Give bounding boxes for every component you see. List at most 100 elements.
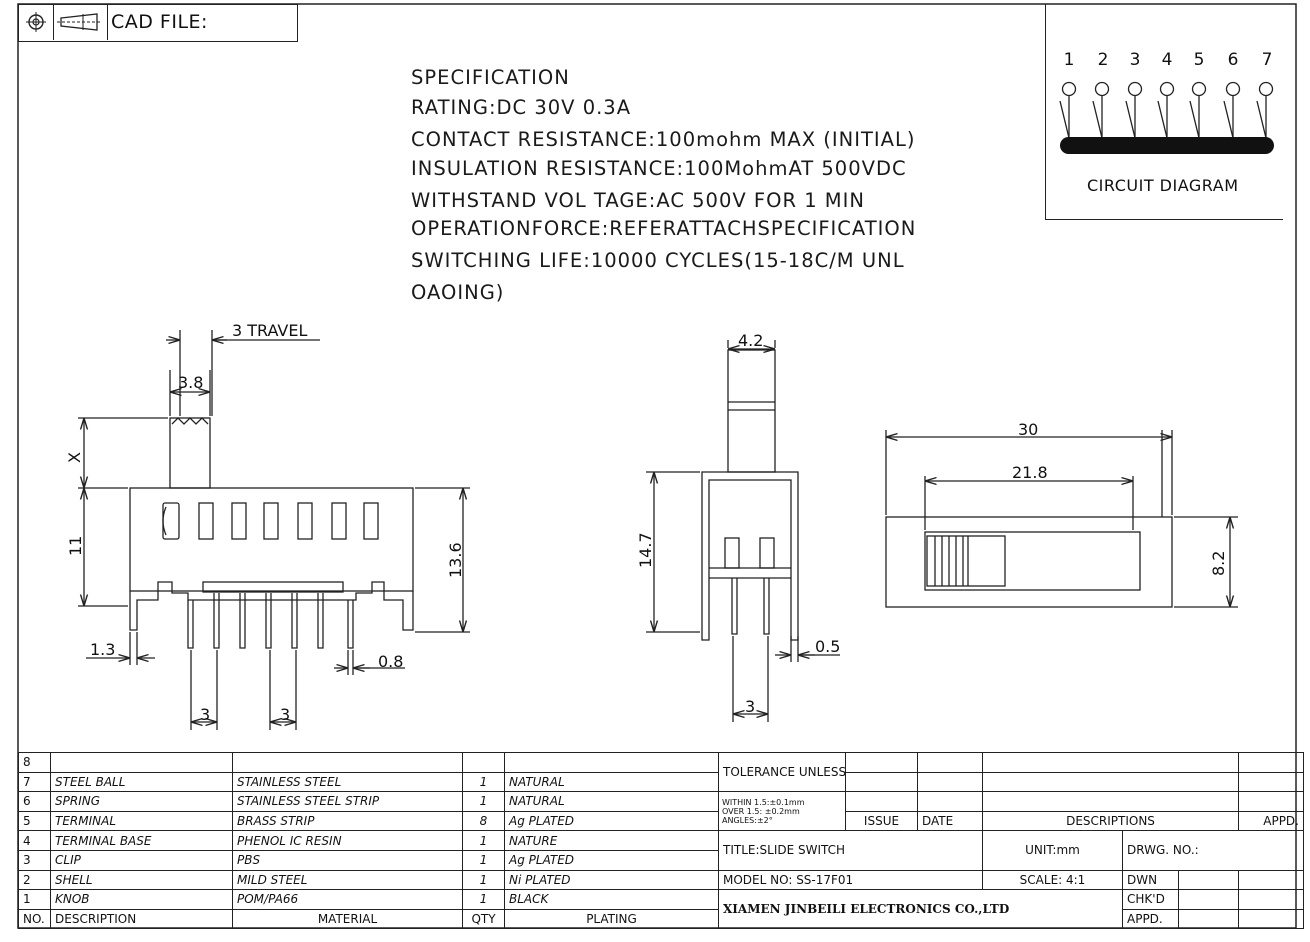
dim-side-height: 14.7 (636, 532, 655, 568)
col-no: NO. (18, 908, 51, 930)
item-no: 5 (18, 810, 51, 832)
item-no: 3 (18, 849, 51, 871)
company-name: XIAMEN JINBEILI ELECTRONICS CO.,LTD (718, 889, 1123, 930)
descriptions-header: DESCRIPTIONS (982, 810, 1239, 832)
tolerance-values: WITHIN 1.5:±0.1mm OVER 1.5: ±0.2mm ANGLE… (718, 791, 846, 832)
col-qty: QTY (462, 908, 505, 930)
tolerance-angles: ANGLES:±2° (722, 815, 773, 825)
spec-operation-force: OPERATIONFORCE:REFERATTACHSPECIFICATION (411, 217, 917, 240)
item-plating: Ag PLATED (504, 849, 719, 871)
pin-number: 3 (1129, 50, 1141, 70)
spec-switching-life-cont: OAOING) (411, 281, 505, 304)
spec-title: SPECIFICATION (411, 66, 570, 89)
circuit-diagram-title: CIRCUIT DIAGRAM (1087, 176, 1239, 195)
scale-label: SCALE: 4:1 (982, 869, 1123, 891)
tolerance-within: WITHIN 1.5:±0.1mm (722, 797, 805, 807)
dim-edge: 1.3 (90, 640, 116, 659)
item-plating: Ni PLATED (504, 869, 719, 891)
item-desc: SPRING (50, 791, 233, 812)
col-material: MATERIAL (232, 908, 463, 930)
bom-row: 8 TOLERANCE UNLESS SPECIFIED (18, 751, 1304, 793)
dim-pitch-right: 3 (280, 705, 291, 724)
pin-number: 4 (1161, 50, 1173, 70)
dim-knob-height: X (65, 452, 84, 463)
item-material: STAINLESS STEEL STRIP (232, 791, 463, 812)
item-qty: 1 (462, 791, 505, 812)
approved-by: APPD. (1122, 908, 1179, 930)
dim-side-knob: 4.2 (738, 331, 764, 350)
bom-header-row: NO. DESCRIPTION MATERIAL QTY PLATING APP… (18, 908, 1304, 930)
tolerance-over: OVER 1.5: ±0.2mm (722, 806, 800, 816)
dim-body-height: 11 (66, 535, 85, 556)
dim-knob-width: 3.8 (178, 373, 204, 392)
item-material (232, 752, 463, 773)
item-no: 8 (18, 752, 51, 773)
item-qty (462, 752, 505, 773)
pin-number: 7 (1261, 50, 1273, 70)
pin-number: 6 (1227, 50, 1239, 70)
bom-row: 6 SPRING STAINLESS STEEL STRIP 1 NATURAL… (18, 791, 1304, 832)
item-qty: 1 (462, 771, 505, 793)
item-material: MILD STEEL (232, 869, 463, 891)
dim-pin-width: 0.8 (378, 652, 404, 671)
cad-file-label: CAD FILE: (111, 11, 208, 33)
item-plating: NATURAL (504, 791, 719, 812)
cad-header: CAD FILE: (18, 4, 298, 42)
spec-contact-resistance: CONTACT RESISTANCE:100mohm MAX (INITIAL) (411, 128, 916, 151)
col-plating: PLATING (504, 908, 719, 930)
item-qty: 8 (462, 810, 505, 832)
bom-row: 7 STEEL BALL STAINLESS STEEL 1 NATURAL (18, 771, 1304, 793)
item-plating: BLACK (504, 889, 719, 910)
dim-pitch-left: 3 (200, 705, 211, 724)
item-material: PBS (232, 849, 463, 871)
spec-insulation-resistance: INSULATION RESISTANCE:100MohmAT 500VDC (411, 157, 907, 180)
spec-withstand-voltage: WITHSTAND VOL TAGE:AC 500V FOR 1 MIN (411, 189, 865, 212)
item-no: 2 (18, 869, 51, 891)
item-plating: NATURAL (504, 771, 719, 793)
item-material: BRASS STRIP (232, 810, 463, 832)
bom-row: 2 SHELL MILD STEEL 1 Ni PLATED MODEL NO:… (18, 869, 1304, 891)
item-material: STAINLESS STEEL (232, 771, 463, 793)
drawn-by: DWN (1122, 869, 1179, 891)
crosshair-circle-icon (19, 5, 54, 40)
dim-top-length: 30 (1018, 420, 1039, 439)
drawing-number: DRWG. NO.: (1122, 830, 1304, 871)
item-qty: 1 (462, 830, 505, 851)
pin-number: 5 (1193, 50, 1205, 70)
item-no: 1 (18, 889, 51, 910)
circuit-diagram-box (1045, 4, 1283, 220)
spec-rating: RATING:DC 30V 0.3A (411, 96, 632, 119)
item-desc: TERMINAL (50, 810, 233, 832)
item-plating: Ag PLATED (504, 810, 719, 832)
issue-header: ISSUE (845, 810, 918, 832)
item-desc: CLIP (50, 849, 233, 871)
item-material: POM/PA66 (232, 889, 463, 910)
bom-title-block: 8 TOLERANCE UNLESS SPECIFIED 7 STEEL BAL… (18, 751, 1304, 930)
item-material: PHENOL IC RESIN (232, 830, 463, 851)
item-desc: KNOB (50, 889, 233, 910)
dim-side-pitch: 3 (745, 697, 756, 716)
dim-total-height: 13.6 (446, 542, 465, 578)
item-no: 7 (18, 771, 51, 793)
col-description: DESCRIPTION (50, 908, 233, 930)
dim-top-width: 8.2 (1209, 550, 1228, 576)
bom-row: 4 TERMINAL BASE PHENOL IC RESIN 1 NATURE… (18, 830, 1304, 871)
unit-label: UNIT:mm (982, 830, 1123, 871)
model-number: MODEL NO: SS-17F01 (718, 869, 983, 891)
spec-switching-life: SWITCHING LIFE:10000 CYCLES(15-18C/M UNL (411, 249, 905, 272)
item-desc: STEEL BALL (50, 771, 233, 793)
date-header: DATE (917, 810, 983, 832)
dim-travel: 3 TRAVEL (232, 321, 308, 340)
item-qty: 1 (462, 869, 505, 891)
appd-header: APPD. (1238, 810, 1304, 832)
item-desc: SHELL (50, 869, 233, 891)
pin-number: 1 (1063, 50, 1075, 70)
item-qty: 1 (462, 889, 505, 910)
item-no: 6 (18, 791, 51, 812)
item-no: 4 (18, 830, 51, 851)
bom-row: 1 KNOB POM/PA66 1 BLACK XIAMEN JINBEILI … (18, 889, 1304, 930)
item-desc: TERMINAL BASE (50, 830, 233, 851)
